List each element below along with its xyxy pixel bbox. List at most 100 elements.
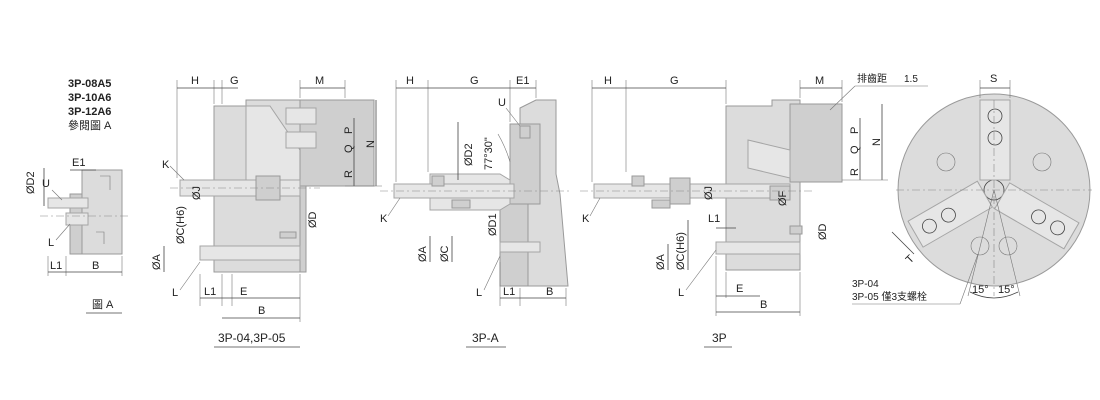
v1-c-label: ØC(H6) xyxy=(175,206,187,244)
front-view: S T 3P-04 3P-05 僅3支螺栓 15° 15° xyxy=(852,73,1092,305)
v3-a-label: ØA xyxy=(655,253,667,270)
v3-k-label: K xyxy=(582,213,590,225)
v3-caption: 3P xyxy=(712,331,727,345)
v2-l-leader xyxy=(483,255,501,291)
v1-fitting xyxy=(279,231,297,239)
v2-angle-arc xyxy=(497,133,511,163)
front-bolt-hole-2 xyxy=(1032,152,1052,172)
v1-h-label: H xyxy=(191,75,199,87)
v1-q-label: Q xyxy=(343,144,355,153)
v1-mount-bolt xyxy=(199,245,301,261)
v2-k-leader xyxy=(387,197,401,217)
front-jaw-lower-right xyxy=(907,180,994,248)
fig-a-caption: 圖 A xyxy=(92,298,114,311)
v2-h-label: H xyxy=(406,75,414,87)
v3-e-label: E xyxy=(736,283,743,295)
front-angle-right-label: 15° xyxy=(998,284,1015,296)
v3-c-label: ØC(H6) xyxy=(675,232,687,270)
v3-chip-leader xyxy=(829,85,856,111)
v1-jaw-bolt2 xyxy=(285,131,317,149)
v3-fitting xyxy=(789,225,803,235)
front-angle-arc xyxy=(969,291,1019,299)
front-bolt-hole-1 xyxy=(936,152,956,172)
view-3p-a: H G E1 U ØD2 77°30" K ØD1 ØA ØC L L1 B 3… xyxy=(380,75,572,348)
v2-d1-label: ØD1 xyxy=(487,213,499,236)
v2-g-label: G xyxy=(470,75,479,87)
v2-bolt xyxy=(499,241,541,253)
front-angle-left-label: 15° xyxy=(972,284,989,296)
v2-d2-label: ØD2 xyxy=(463,143,475,166)
front-note-leader xyxy=(959,253,979,305)
v1-g-label: G xyxy=(230,75,239,87)
v3-pitch-label: 1.5 xyxy=(904,74,918,85)
front-t-label: T xyxy=(904,253,917,266)
fig-a-detail xyxy=(96,175,111,244)
model-list: 3P-08A5 3P-10A6 3P-12A6 參閱圖 A xyxy=(68,78,112,132)
v3-f-label: ØF xyxy=(777,190,789,206)
v3-r-label: R xyxy=(849,168,861,176)
model-reference-note: 參閱圖 A xyxy=(68,118,112,132)
v1-front-plate xyxy=(299,185,307,273)
v2-spring xyxy=(451,199,471,209)
view-3p-04-05: H G M P Q R N K ØJ ØC(H6) ØA ØD L L1 E B… xyxy=(151,75,382,348)
fig-a-l1-label: L1 xyxy=(50,260,62,272)
v3-mount-bolt xyxy=(715,241,801,255)
v2-caption: 3P-A xyxy=(472,331,499,345)
v3-m-label: M xyxy=(815,75,824,87)
v1-k-leader xyxy=(169,165,185,181)
front-angle-line-left xyxy=(967,189,995,297)
figure-a: ØD2 E1 U L L1 B 圖 A xyxy=(25,157,130,314)
v3-q-label: Q xyxy=(849,145,861,154)
front-bolt-hole-3 xyxy=(970,236,990,256)
v2-u-leader xyxy=(505,107,521,127)
v2-a-label: ØA xyxy=(417,245,429,262)
v2-b-label: B xyxy=(546,286,553,298)
v3-g-label: G xyxy=(670,75,679,87)
v3-l-leader xyxy=(685,249,717,291)
v1-a-label: ØA xyxy=(151,253,163,270)
model-3p-12a6: 3P-12A6 xyxy=(68,106,111,118)
fig-a-b-label: B xyxy=(92,260,99,272)
fig-a-stud xyxy=(47,197,89,209)
v2-c-label: ØC xyxy=(439,245,451,262)
v1-r-label: R xyxy=(343,170,355,178)
v3-spring xyxy=(651,199,671,209)
v2-u-label: U xyxy=(498,97,506,109)
v2-angle-label: 77°30" xyxy=(483,137,495,170)
v1-e-label: E xyxy=(240,286,247,298)
view-3p: H G M 排齒距 1.5 P Q R N K ØJ ØF L1 ØD ØA Ø… xyxy=(580,72,928,348)
v2-l-label: L xyxy=(476,287,482,299)
v1-jaw-bolt1 xyxy=(285,107,317,125)
front-note-3p-05: 3P-05 僅3支螺栓 xyxy=(852,290,927,303)
v3-d-label: ØD xyxy=(817,223,829,240)
v1-n-label: N xyxy=(365,140,377,148)
v3-p-label: P xyxy=(849,127,861,134)
v1-p-label: P xyxy=(343,127,355,134)
front-angle-line-right xyxy=(993,189,1021,297)
front-jaw-top-bolt1 xyxy=(987,108,1003,124)
v3-jaw-block xyxy=(789,103,843,183)
v3-b-label: B xyxy=(760,299,767,311)
v1-k-label: K xyxy=(162,159,170,171)
v1-l-label: L xyxy=(172,287,178,299)
v1-l-leader xyxy=(179,261,201,291)
v3-l1-label: L1 xyxy=(708,213,720,225)
model-3p-10a6: 3P-10A6 xyxy=(68,92,111,104)
v3-f-bore xyxy=(769,185,791,201)
fig-a-l-leader xyxy=(55,223,71,241)
v2-k-label: K xyxy=(380,213,388,225)
v2-l1-label: L1 xyxy=(503,286,515,298)
fig-a-u-label: U xyxy=(42,178,50,190)
v1-caption: 3P-04,3P-05 xyxy=(218,331,286,345)
v1-l1-label: L1 xyxy=(204,286,216,298)
v3-l-label: L xyxy=(678,287,684,299)
v2-e1-label: E1 xyxy=(516,75,529,87)
v1-b-label: B xyxy=(258,305,265,317)
v3-h-label: H xyxy=(604,75,612,87)
v1-j-label: ØJ xyxy=(191,186,203,200)
model-3p-08a5: 3P-08A5 xyxy=(68,78,111,90)
fig-a-u-leader xyxy=(51,189,63,201)
front-dim-t xyxy=(891,231,915,255)
v3-chip-label: 排齒距 xyxy=(857,72,887,85)
